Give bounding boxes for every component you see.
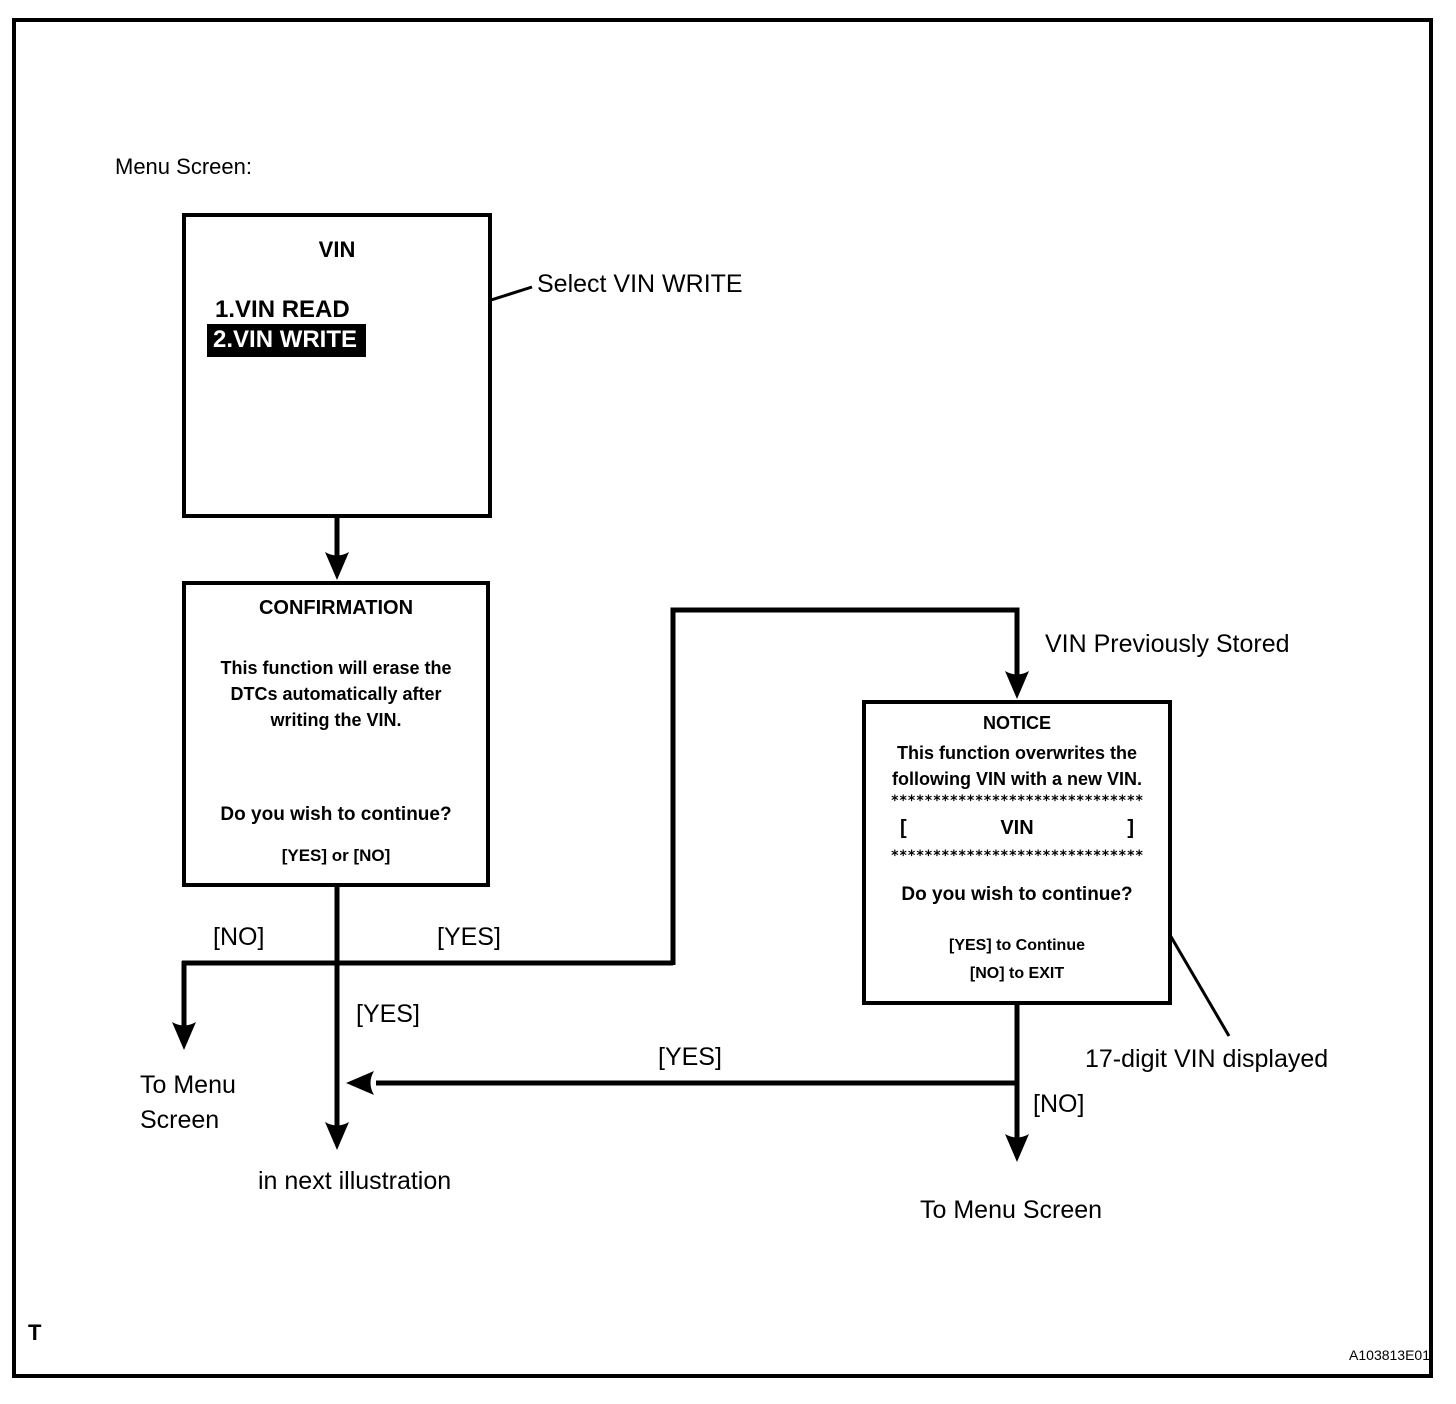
- branch-label-yes-return: [YES]: [658, 1043, 722, 1071]
- in-next-illustration-label: in next illustration: [258, 1167, 452, 1195]
- branch-label-no-left: [NO]: [213, 923, 265, 951]
- corner-mark: T: [28, 1320, 42, 1345]
- notice-title: NOTICE: [982, 713, 1051, 733]
- figure-border: [12, 18, 1433, 1378]
- notice-no-line: [NO] to EXIT: [969, 965, 1065, 982]
- vin-close-bracket: ]: [1127, 817, 1134, 839]
- select-vin-write-annotation: Select VIN WRITE: [537, 270, 743, 298]
- to-menu-screen-left-line1: To Menu: [140, 1071, 236, 1099]
- menu-item-vin-read: 1.VIN READ: [215, 296, 350, 323]
- vin-placeholder-label: VIN: [1000, 817, 1034, 839]
- vin-open-bracket: [: [900, 817, 907, 839]
- notice-stars-top: ******************************: [890, 793, 1144, 809]
- notice-stars-bottom: ******************************: [890, 848, 1144, 864]
- notice-body-line: This function overwrites the: [896, 743, 1138, 763]
- notice-body-line: following VIN with a new VIN.: [891, 769, 1142, 789]
- menu-item-vin-write-selected: 2.VIN WRITE: [207, 324, 367, 357]
- to-menu-screen-right: To Menu Screen: [920, 1196, 1103, 1224]
- confirmation-body-line: This function will erase the: [220, 658, 452, 678]
- vin-previously-stored-annotation: VIN Previously Stored: [1045, 630, 1290, 658]
- notice-box: NOTICE This function overwrites the foll…: [862, 700, 1172, 1005]
- confirmation-body: This function will erase the DTCs automa…: [186, 655, 486, 733]
- vin-menu-title: VIN: [318, 237, 356, 262]
- confirmation-question: Do you wish to continue?: [220, 804, 452, 825]
- seventeen-digit-vin-annotation: 17-digit VIN displayed: [1085, 1045, 1329, 1073]
- to-menu-screen-left: To Menu Screen: [140, 1068, 236, 1138]
- confirmation-title: CONFIRMATION: [258, 597, 414, 619]
- branch-label-yes-center: [YES]: [356, 1000, 420, 1028]
- confirmation-box: CONFIRMATION This function will erase th…: [182, 581, 490, 887]
- branch-label-yes-top: [YES]: [437, 923, 501, 951]
- figure-id: A103813E01: [1349, 1347, 1430, 1363]
- to-menu-screen-left-line2: Screen: [140, 1106, 220, 1134]
- notice-question: Do you wish to continue?: [901, 884, 1133, 905]
- confirmation-body-line: DTCs automatically after: [230, 684, 442, 704]
- vin-menu-box: VIN 1.VIN READ 2.VIN WRITE: [182, 213, 492, 518]
- notice-yes-line: [YES] to Continue: [949, 937, 1085, 954]
- menu-screen-label: Menu Screen:: [115, 154, 252, 179]
- notice-body: This function overwrites the following V…: [866, 740, 1168, 792]
- branch-label-no-right: [NO]: [1033, 1090, 1085, 1118]
- confirmation-options: [YES] or [NO]: [281, 846, 391, 865]
- notice-vin-row: [ VIN ]: [866, 817, 1168, 840]
- confirmation-body-line: writing the VIN.: [270, 710, 402, 730]
